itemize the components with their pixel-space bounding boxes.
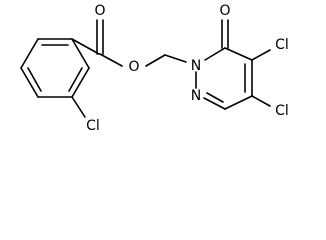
chemical-structure-canvas: O O Cl N N O Cl Cl — [20, 3, 289, 134]
pyridazinone-ring — [195, 19, 271, 110]
atom-label-nitrogen: N — [191, 88, 201, 104]
bond — [224, 95, 253, 110]
bond — [145, 54, 166, 67]
atom-label-chlorine: Cl — [275, 37, 289, 53]
bond — [204, 47, 226, 61]
molecule-diagram: O O Cl N N O Cl Cl — [20, 3, 289, 134]
ester-group — [71, 19, 187, 67]
atom-label-oxygen: O — [219, 3, 230, 19]
bond — [224, 47, 253, 61]
bond — [20, 67, 39, 98]
bond — [71, 38, 100, 55]
bond — [71, 38, 90, 69]
bond — [71, 67, 90, 98]
atom-label-nitrogen: N — [191, 58, 201, 74]
bond — [71, 96, 86, 118]
atom-label-oxygen: O — [128, 59, 139, 75]
benzene-ring — [20, 38, 90, 98]
atom-label-oxygen: O — [94, 3, 105, 19]
ring-double-bond — [206, 92, 224, 103]
aromatic-inner-bond — [27, 67, 42, 92]
bond — [251, 49, 271, 61]
bond — [99, 53, 123, 67]
bond — [251, 95, 271, 107]
bond — [20, 38, 39, 69]
bond — [203, 97, 226, 110]
aromatic-inner-bond — [68, 67, 83, 92]
atom-label-chlorine: Cl — [86, 118, 100, 134]
bond — [164, 54, 187, 63]
atom-label-chlorine: Cl — [275, 103, 289, 119]
